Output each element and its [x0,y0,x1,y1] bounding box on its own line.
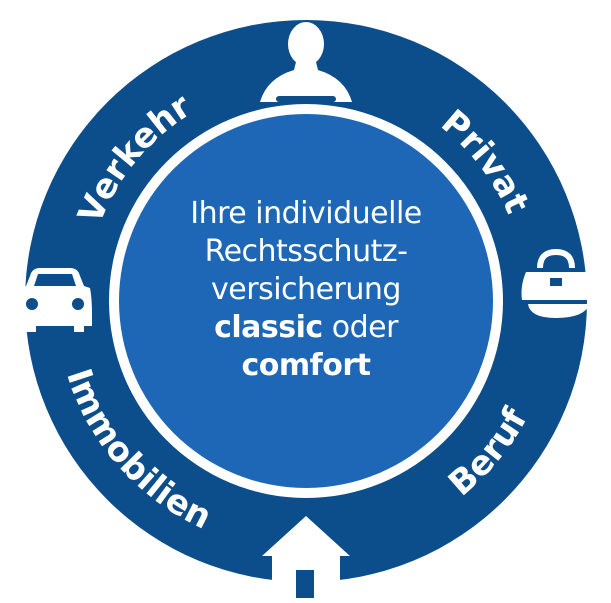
center-line-1: Ihre individuelle [190,196,422,231]
center-line-5: comfort [150,347,462,385]
tariff-classic: classic [214,310,323,345]
bag-icon [521,248,595,318]
center-line-4-rest: oder [322,310,399,345]
car-icon [18,268,92,332]
center-caption: Ihre individuelle Rechtsschutz- versiche… [150,195,462,385]
center-line-2: Rechtsschutz- [204,234,408,269]
center-line-3: versicherung [211,272,401,307]
center-disc [119,114,493,488]
person-icon [260,22,352,102]
tariff-comfort: comfort [241,348,371,383]
house-icon [262,516,350,598]
center-line-4: classic oder [150,309,462,347]
